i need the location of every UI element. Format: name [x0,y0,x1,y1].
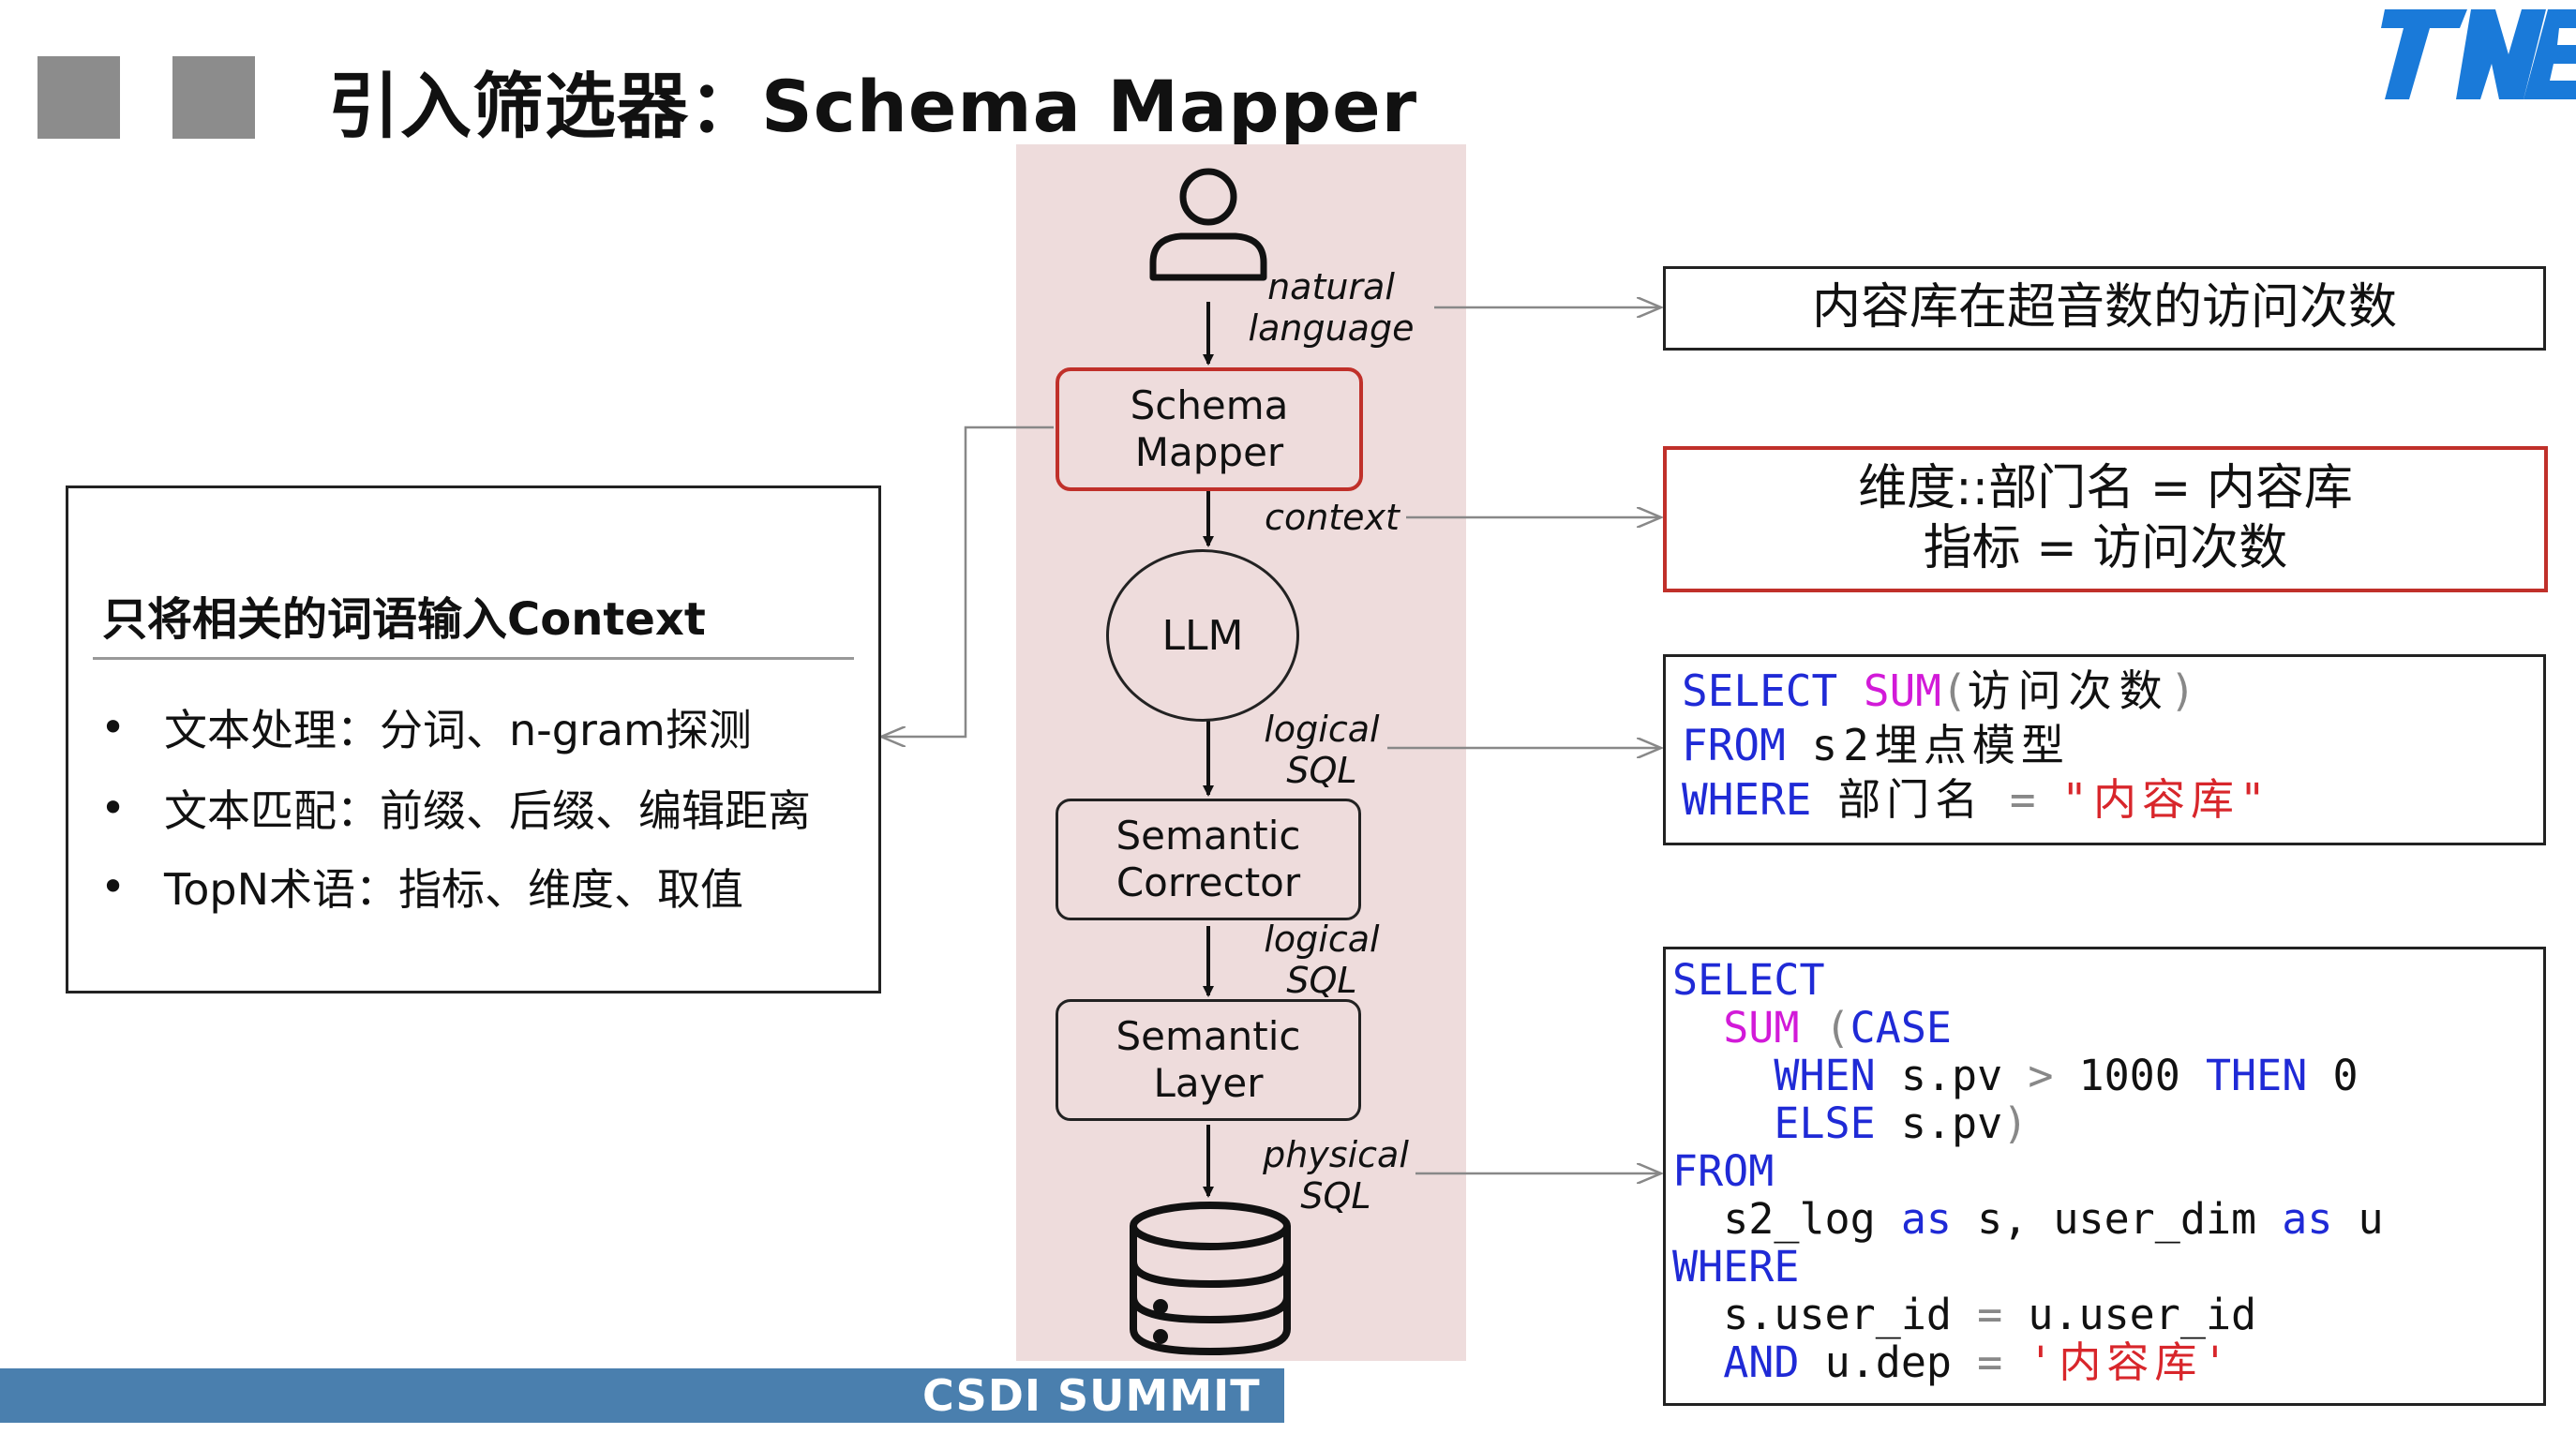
sql-string: "内容库" [2061,774,2271,825]
logical-sql-box [1663,654,2546,845]
bullet-3-icon: • [100,861,127,912]
context-line-2: 指标 = 访问次数 [1923,520,2288,576]
sql-keyword: SELECT [1672,955,1825,1005]
sql-keyword: as [1900,1194,1953,1244]
arrow-to-left-panel [881,426,1054,737]
sql-function: SUM [1723,1003,1800,1053]
sql-identifier: user_dim [2053,1194,2257,1244]
sql-string: '内容库' [2028,1337,2234,1387]
sql-identifier: s2_log [1723,1194,1876,1244]
physical-sql-code: SELECT SUM (CASE WHEN s.pv > 1000 THEN 0… [1672,956,2384,1386]
decor-square-1 [37,56,120,139]
sql-keyword: FROM [1682,720,1786,770]
sql-operator: = [2009,774,2036,825]
list-item: 文本处理：分词、n-gram探测 [164,705,752,755]
database-icon [1130,1202,1291,1356]
label-logical-sql-1: logical SQL [1264,709,1380,791]
sql-identifier: s, [1977,1194,2029,1244]
sql-identifier: 访问次数 [1967,665,2170,716]
context-line-1: 维度::部门名 = 内容库 [1858,460,2353,516]
sql-paren: ) [2002,1098,2029,1148]
sql-identifier: s2埋点模型 [1811,720,2070,770]
bullet-2-icon: • [100,783,127,833]
sql-keyword: THEN [2205,1051,2308,1100]
sql-identifier: u.dep [1824,1337,1953,1387]
question-text: 内容库在超音数的访问次数 [1811,279,2397,336]
sql-keyword: SELECT [1682,665,1838,716]
node-semantic-layer: Semantic Layer [1056,999,1361,1121]
sql-identifier: u [2358,1194,2384,1244]
node-semantic-corrector: Semantic Corrector [1056,799,1361,920]
list-item: 文本匹配：前缀、后缀、编辑距离 [164,785,811,836]
sql-keyword: WHERE [1682,774,1812,825]
sql-function: SUM [1863,665,1941,716]
sql-keyword: as [2282,1194,2333,1244]
sql-number: 1000 [2078,1051,2180,1100]
sql-number: 0 [2332,1051,2359,1100]
sql-keyword: WHERE [1672,1242,1800,1292]
sql-operator: = [1977,1337,2003,1387]
sql-paren: ( [1940,665,1968,716]
context-box: 维度::部门名 = 内容库 指标 = 访问次数 [1663,446,2548,592]
bullet-1-icon: • [100,702,127,753]
node-schema-mapper: Schema Mapper [1056,367,1363,491]
sql-keyword: CASE [1850,1003,1953,1053]
logical-sql-line-1: SELECT SUM(访问次数) [1682,664,2195,718]
left-panel-divider [93,657,854,660]
sql-paren: ) [2169,665,2196,716]
tme-logo-icon [2381,9,2576,99]
label-physical-sql: physical SQL [1263,1134,1409,1217]
label-context: context [1265,497,1400,538]
label-natural-language: natural language [1248,266,1415,349]
sql-paren: ( [1824,1003,1850,1053]
page-title: 引入筛选器：Schema Mapper [328,65,1418,148]
list-item: TopN术语：指标、维度、取值 [164,864,744,915]
sql-operator: > [2028,1051,2054,1100]
sql-operator: = [1977,1290,2003,1339]
left-panel-title: 只将相关的词语输入Context [102,593,706,646]
question-box: 内容库在超音数的访问次数 [1663,266,2546,351]
sql-identifier: 部门名 [1837,774,1984,825]
sql-identifier: s.user_id [1723,1290,1953,1339]
user-icon [1149,168,1267,281]
logical-sql-line-2: FROM s2埋点模型 [1682,718,2070,772]
label-logical-sql-2: logical SQL [1264,919,1380,1001]
sql-keyword: ELSE [1774,1098,1876,1148]
pipeline-band [1016,144,1466,1361]
physical-sql-box [1663,947,2546,1406]
sql-keyword: FROM [1672,1146,1775,1196]
sql-identifier: s.pv [1900,1051,2003,1100]
sql-identifier: s.pv [1900,1098,2003,1148]
sql-keyword: WHEN [1774,1051,1876,1100]
sql-identifier: u.user_id [2028,1290,2257,1339]
node-llm: LLM [1106,549,1299,722]
footer-logo-text: CSDI SUMMIT [922,1370,1261,1421]
left-panel: 只将相关的词语输入Context • 文本处理：分词、n-gram探测 • 文本… [66,485,881,993]
footer-bar [0,1368,1284,1423]
sql-keyword: AND [1723,1337,1800,1387]
decor-square-2 [172,56,255,139]
logical-sql-line-3: WHERE 部门名 = "内容库" [1682,772,2271,827]
